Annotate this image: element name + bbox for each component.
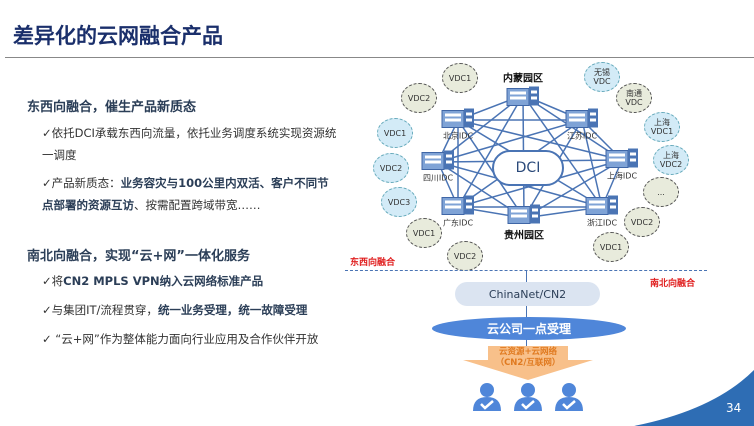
section1-heading: 东西向融合，催生产品新质态: [27, 100, 197, 115]
vdc-circle: VDC1: [377, 118, 413, 148]
mesh-link: [457, 94, 524, 208]
datacenter-building-icon: [605, 148, 638, 168]
user-check-icon: [514, 383, 542, 411]
down-arrow: [463, 346, 593, 380]
section2-bullet1: ✓将CN2 MPLS VPN纳入云网络标准产品: [42, 274, 264, 288]
datacenter-building-icon: [441, 195, 474, 215]
east-west-label: 东西向融合: [350, 258, 396, 268]
section2-bullet2: ✓与集团IT/流程贯穿，统一业务受理，统一故障受理: [42, 303, 308, 317]
idc-label: 贵州园区: [504, 230, 544, 242]
idc-node: 四川IDC: [421, 149, 455, 184]
user-check-icon: [555, 383, 583, 411]
mesh-link: [523, 159, 623, 219]
idc-label: 广东IDC: [442, 218, 474, 228]
vdc-circle: 南通 VDC: [616, 83, 652, 113]
chinanet-label: ChinaNet/CN2: [488, 287, 567, 301]
dci-label: DCI: [515, 160, 541, 176]
idc-label: 北京IDC: [442, 131, 474, 141]
mesh-link: [581, 119, 603, 208]
vdc-circle: 上海 VDC2: [653, 145, 689, 175]
datacenter-building-icon: [421, 150, 454, 170]
chinanet-cloud: ChinaNet/CN2: [455, 282, 600, 306]
arrow-line1: 云资源+云网络: [498, 347, 558, 357]
section2-heading: 南北向融合，实现“云+网”一体化服务: [27, 249, 250, 264]
datacenter-building-icon: [585, 195, 618, 215]
accept-ellipse: 云公司一点受理: [432, 317, 626, 340]
idc-node: 浙江IDC: [585, 194, 619, 229]
vdc-circle: 无锡 VDC: [584, 62, 620, 92]
section1-bullet2: ✓产品新质态：业务容灾与100公里内双活、客户不同节点部署的资源互访、按需配置跨…: [42, 176, 329, 212]
idc-node: 内蒙园区: [503, 70, 543, 109]
page-title: 差异化的云网融合产品: [13, 24, 223, 48]
mesh-link: [457, 119, 623, 161]
vdc-circle: VDC1: [406, 218, 442, 248]
accept-label: 云公司一点受理: [486, 322, 571, 336]
vdc-circle: VDC2: [624, 207, 660, 237]
idc-label: 浙江IDC: [586, 218, 618, 228]
page-number: 34: [726, 401, 742, 415]
mesh-link: [457, 119, 525, 219]
north-south-label: 南北向融合: [650, 279, 696, 289]
datacenter-building-icon: [565, 108, 598, 128]
idc-node: 北京IDC: [441, 107, 475, 142]
dci-cloud: DCI: [492, 150, 564, 186]
datacenter-building-icon: [506, 86, 539, 106]
datacenter-building-icon: [507, 204, 540, 224]
vdc-circle: VDC1: [442, 63, 478, 93]
vdc-circle: VDC2: [447, 241, 483, 271]
section1-bullet1: ✓依托DCI承载东西向流量，依托业务调度系统实现资源统一调度: [42, 126, 337, 162]
user-check-icon: [473, 383, 501, 411]
vdc-circle: VDC2: [401, 83, 437, 113]
mesh-link: [437, 119, 583, 163]
connector-line: [526, 270, 527, 350]
idc-label: 上海IDC: [606, 171, 638, 181]
idc-node: 上海IDC: [605, 147, 639, 182]
idc-node: 江苏IDC: [565, 107, 599, 142]
arrow-line2: （CN2/互联网）: [495, 358, 561, 368]
title-divider: [5, 57, 754, 58]
idc-label: 江苏IDC: [566, 131, 598, 141]
arrow-text: 云资源+云网络（CN2/互联网）: [463, 347, 593, 369]
vdc-circle: 上海 VDC1: [644, 112, 680, 142]
idc-node: 广东IDC: [441, 194, 475, 229]
corner-decoration: [634, 370, 754, 426]
vdc-circle: VDC1: [593, 232, 629, 262]
vdc-circle: ...: [643, 177, 679, 207]
vdc-circle: VDC3: [381, 187, 417, 217]
idc-label: 内蒙园区: [503, 73, 543, 85]
vdc-circle: VDC2: [373, 153, 409, 183]
datacenter-building-icon: [441, 108, 474, 128]
section2-bullet3: ✓ “云+网”作为整体能力面向行业应用及合作伙伴开放: [42, 332, 319, 346]
idc-node: 贵州园区: [504, 203, 544, 242]
customers: [473, 383, 583, 411]
mesh-link: [522, 94, 603, 208]
idc-label: 四川IDC: [422, 173, 454, 183]
